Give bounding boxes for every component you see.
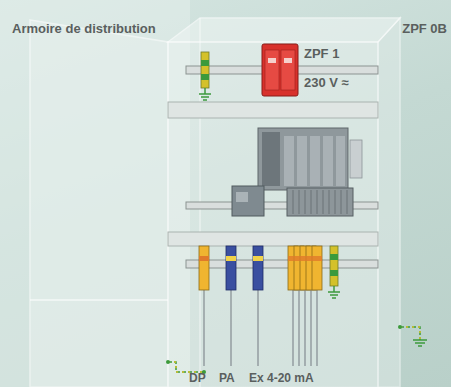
zone-label: ZPF 1 — [304, 47, 339, 61]
zone-label: ZPF 0B — [402, 22, 447, 36]
signal-label: Ex 4-20 mA — [249, 372, 314, 385]
signal-label: DP — [189, 372, 206, 385]
voltage-label: 230 V ≈ — [304, 76, 349, 90]
signal-label: PA — [219, 372, 235, 385]
cabinet-title: Armoire de distribution — [12, 22, 156, 36]
